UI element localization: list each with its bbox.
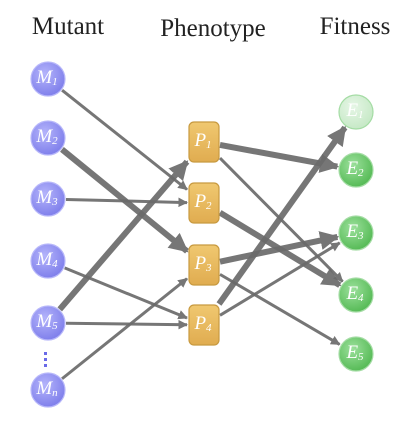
edge-p3-to-e3	[219, 231, 340, 265]
edge-mn-to-p3	[61, 277, 188, 380]
ellipsis-icon	[44, 352, 47, 367]
phenotype-node-1: P1	[188, 121, 220, 163]
mutant-node-5: M5	[30, 305, 66, 341]
fitness-label: E4	[345, 283, 364, 305]
edge-p4-to-e3	[219, 241, 341, 317]
fitness-node-2: E2	[338, 152, 374, 188]
mutant-label: M1	[35, 67, 57, 89]
fitness-node-5: E5	[338, 336, 374, 372]
mutant-label: M3	[35, 187, 58, 209]
mutant-label: Mn	[35, 378, 58, 400]
phenotype-node-3: P3	[188, 244, 220, 286]
phenotype-label: P3	[193, 253, 212, 275]
mutant-label: M5	[35, 311, 58, 333]
phenotype-label: P2	[193, 191, 212, 213]
mutant-node-3: M3	[30, 181, 66, 217]
phenotype-label: P1	[193, 130, 211, 152]
edge-m3-to-p2	[65, 197, 188, 208]
fitness-node-3: E3	[338, 215, 374, 251]
phenotype-column-header: Phenotype	[160, 15, 266, 42]
fitness-column-header: Fitness	[320, 13, 391, 40]
mutant-node-2: M2	[30, 120, 66, 156]
mutant-node-1: M1	[30, 61, 66, 97]
fitness-label: E1	[345, 100, 363, 122]
edge-m5-to-p4	[65, 319, 188, 330]
fitness-node-1: E1	[338, 94, 374, 130]
phenotype-label: P4	[193, 313, 212, 335]
fitness-label: E3	[345, 221, 364, 243]
mutant-label: M2	[35, 126, 58, 148]
edge-p3-to-e5	[219, 273, 341, 346]
mutant-node-n: Mn	[30, 372, 66, 408]
phenotype-node-2: P2	[188, 182, 220, 224]
fitness-label: E5	[345, 342, 364, 364]
mutant-label: M4	[35, 249, 58, 271]
fitness-node-4: E4	[338, 277, 374, 313]
mutant-node-4: M4	[30, 243, 66, 279]
mutant-column-header: Mutant	[32, 13, 104, 40]
edge-layer	[57, 89, 348, 380]
edge-m1-to-p2	[61, 89, 188, 191]
fitness-label: E2	[345, 158, 364, 180]
phenotype-node-4: P4	[188, 304, 220, 346]
edge-m5-to-p1	[57, 159, 190, 312]
edge-p4-to-e1	[216, 125, 348, 306]
